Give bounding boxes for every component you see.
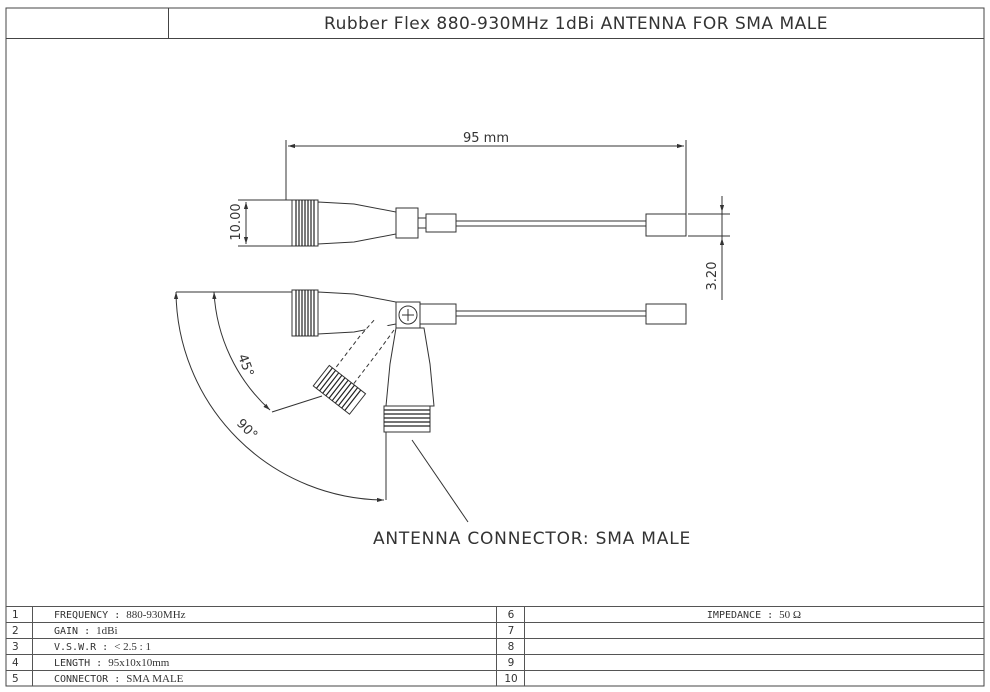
spec-divider	[32, 606, 33, 686]
spec-value: 880-930MHz	[126, 609, 186, 621]
diameter-label: 10.00	[229, 203, 244, 240]
spec-row: 5 CONNECTOR : SMA MALE 10	[6, 670, 984, 687]
spec-value: 50 Ω	[779, 609, 802, 621]
spec-key: IMPEDANCE :	[706, 610, 780, 621]
spec-label: LENGTH : 95x10x10mm	[38, 655, 509, 671]
angle-arcs	[173, 291, 387, 503]
spec-index: 8	[507, 641, 515, 653]
diameter-dimension	[238, 199, 292, 247]
title-block-left-cell	[6, 8, 169, 38]
spec-index: 3	[12, 641, 19, 653]
spec-label: IMPEDANCE : 50 Ω	[526, 607, 982, 623]
length-dimension	[285, 140, 687, 214]
spec-divider	[524, 606, 525, 686]
spec-key: LENGTH :	[54, 658, 109, 669]
spec-row: 4 LENGTH : 95x10x10mm 9	[6, 654, 984, 671]
spec-row: 1 FREQUENCY : 880-930MHz 6 IMPEDANCE : 5…	[6, 606, 984, 623]
spec-index: 9	[507, 657, 515, 669]
spec-index: 7	[507, 625, 515, 637]
spec-label: GAIN : 1dBi	[38, 623, 509, 639]
spec-divider	[496, 606, 497, 686]
spec-index: 5	[12, 673, 19, 685]
spec-index: 10	[504, 673, 518, 685]
drawing-title: Rubber Flex 880-930MHz 1dBi ANTENNA FOR …	[324, 14, 828, 34]
spec-label: V.S.W.R : < 2.5 : 1	[38, 639, 509, 655]
angle-45-label: 45°	[234, 352, 256, 379]
title-block: Rubber Flex 880-930MHz 1dBi ANTENNA FOR …	[6, 8, 984, 39]
spec-index: 2	[12, 625, 19, 637]
spec-row: 2 GAIN : 1dBi 7	[6, 622, 984, 639]
spec-label: FREQUENCY : 880-930MHz	[38, 607, 509, 623]
spec-key: FREQUENCY :	[54, 610, 127, 621]
spec-table: 1 FREQUENCY : 880-930MHz 6 IMPEDANCE : 5…	[6, 606, 984, 686]
spec-label: CONNECTOR : SMA MALE	[38, 671, 509, 687]
tip-label: 3.20	[705, 262, 720, 291]
spec-index: 6	[507, 609, 515, 621]
angle-90-label: 90°	[233, 416, 260, 443]
callout-leader	[411, 439, 469, 523]
spec-index: 4	[12, 657, 19, 669]
antenna-articulated	[291, 289, 687, 433]
spec-value: 95x10x10mm	[108, 657, 170, 669]
tip-dimension	[688, 196, 730, 300]
spec-value: < 2.5 : 1	[114, 641, 151, 653]
length-label: 95 mm	[463, 131, 509, 146]
spec-value: 1dBi	[96, 625, 118, 637]
spec-key: GAIN :	[54, 626, 97, 637]
spec-value: SMA MALE	[126, 673, 184, 685]
spec-index: 1	[12, 609, 19, 621]
antenna-straight	[291, 199, 687, 247]
spec-key: V.S.W.R :	[54, 642, 115, 653]
spec-key: CONNECTOR :	[54, 674, 127, 685]
spec-row: 3 V.S.W.R : < 2.5 : 1 8	[6, 638, 984, 655]
connector-callout: ANTENNA CONNECTOR: SMA MALE	[373, 529, 691, 549]
